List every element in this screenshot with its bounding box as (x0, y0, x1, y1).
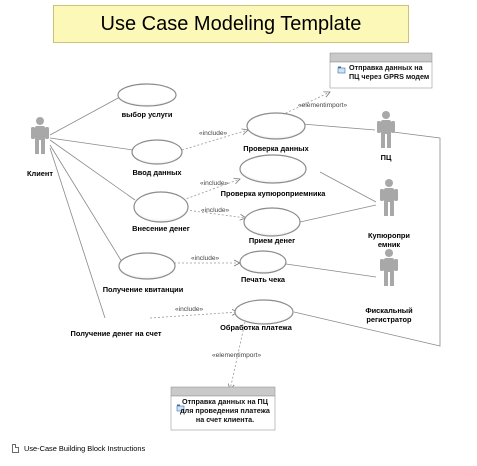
usecase-deposit[interactable]: Внесение денег (132, 191, 190, 233)
note-payment-line2: для проведения платежа (180, 406, 271, 415)
actor-client-label: Клиент (27, 169, 53, 178)
usecase-select-service[interactable]: выбор услуги (117, 83, 177, 119)
footer-link[interactable]: Use-Case Building Block Instructions (12, 444, 145, 453)
usecase-receipt[interactable]: Получение квитанции (103, 252, 184, 294)
usecase-data-entry[interactable]: Ввод данных (131, 139, 183, 177)
assoc-money-receive-acceptor (299, 204, 377, 223)
usecase-print-check[interactable]: Печать чека (239, 250, 287, 284)
assoc-client-to-account (49, 147, 106, 319)
assoc-payment-pc (293, 131, 441, 347)
usecase-data-check[interactable]: Проверка данных (243, 112, 310, 153)
include-data-entry-check (181, 130, 248, 151)
include-label-4: «include» (191, 255, 220, 262)
note-payment[interactable]: Отправка данных на ПЦ для проведения пла… (170, 386, 276, 431)
footer-link-text[interactable]: Use-Case Building Block Instructions (24, 444, 146, 453)
use-cases: выбор услуги Ввод данных Проверка данных… (71, 83, 327, 338)
assoc-acceptor-check-acceptor (319, 171, 377, 203)
folder-icon (176, 404, 185, 412)
usecase-payment-processing[interactable]: Обработка платежа (220, 299, 294, 332)
note-gprs-line2: ПЦ через GPRS модем (349, 72, 429, 81)
note-gprs-line1: Отправка данных на (349, 63, 424, 72)
usecase-money-receive-label: Прием денег (249, 236, 295, 245)
actor-pc[interactable]: ПЦ (377, 111, 395, 162)
include-dependencies: «include» «include» «include» «include» … (149, 130, 248, 319)
import-check-gprs (281, 92, 330, 116)
usecase-data-check-label: Проверка данных (243, 144, 309, 153)
element-import-label-1: «elementimport» (298, 102, 347, 109)
usecase-to-account-label[interactable]: Получение денег на счет (71, 329, 162, 338)
actor-pc-label: ПЦ (381, 153, 392, 162)
include-label-3: «include» (201, 207, 230, 214)
diagram-title-text: Use Case Modeling Template (100, 12, 362, 35)
usecase-print-check-label: Печать чека (241, 275, 286, 284)
usecase-acceptor-check-label: Проверка купюроприемника (221, 189, 327, 198)
actor-registrar-label-line2: регистратор (366, 315, 412, 324)
include-to-account-payment (149, 312, 238, 319)
assoc-client-receipt (49, 144, 123, 263)
actors: Клиент ПЦ Купюропри емник (27, 111, 413, 324)
actor-client[interactable]: Клиент (27, 117, 53, 178)
usecase-payment-processing-label: Обработка платежа (220, 323, 293, 332)
usecase-deposit-label: Внесение денег (132, 224, 190, 233)
actor-acceptor-label-line2: емник (378, 240, 400, 249)
associations (49, 96, 441, 347)
usecase-acceptor-check[interactable]: Проверка купюроприемника (221, 154, 327, 198)
usecase-receipt-label: Получение квитанции (103, 285, 184, 294)
note-gprs[interactable]: Отправка данных на ПЦ через GPRS модем (329, 52, 433, 89)
actor-acceptor-label-line1: Купюропри (368, 231, 410, 240)
usecase-select-service-label: выбор услуги (122, 110, 173, 119)
assoc-client-select-service (49, 96, 121, 136)
include-label-5: «include» (175, 306, 204, 313)
note-payment-line3: на счет клиента. (196, 415, 254, 424)
include-label-1: «include» (199, 130, 228, 137)
actor-acceptor[interactable]: Купюропри емник (368, 179, 410, 249)
assoc-data-check-pc (301, 123, 376, 131)
note-payment-line1: Отправка данных на ПЦ (182, 397, 269, 406)
assoc-client-deposit (49, 139, 136, 201)
element-import-label-2: «elementimport» (212, 352, 261, 359)
diagram-title: Use Case Modeling Template (53, 5, 409, 43)
folder-icon (337, 66, 346, 74)
assoc-print-check-registrar (285, 263, 377, 278)
actor-registrar[interactable]: Фискальный регистратор (365, 249, 413, 324)
include-label-2: «include» (200, 180, 229, 187)
assoc-client-data-entry (49, 137, 134, 151)
actor-registrar-label-line1: Фискальный (365, 306, 413, 315)
document-icon (12, 444, 19, 453)
element-import-dependencies: «elementimport» «elementimport» (212, 92, 347, 390)
usecase-data-entry-label: Ввод данных (132, 168, 182, 177)
usecase-money-receive[interactable]: Прием денег (243, 207, 301, 245)
